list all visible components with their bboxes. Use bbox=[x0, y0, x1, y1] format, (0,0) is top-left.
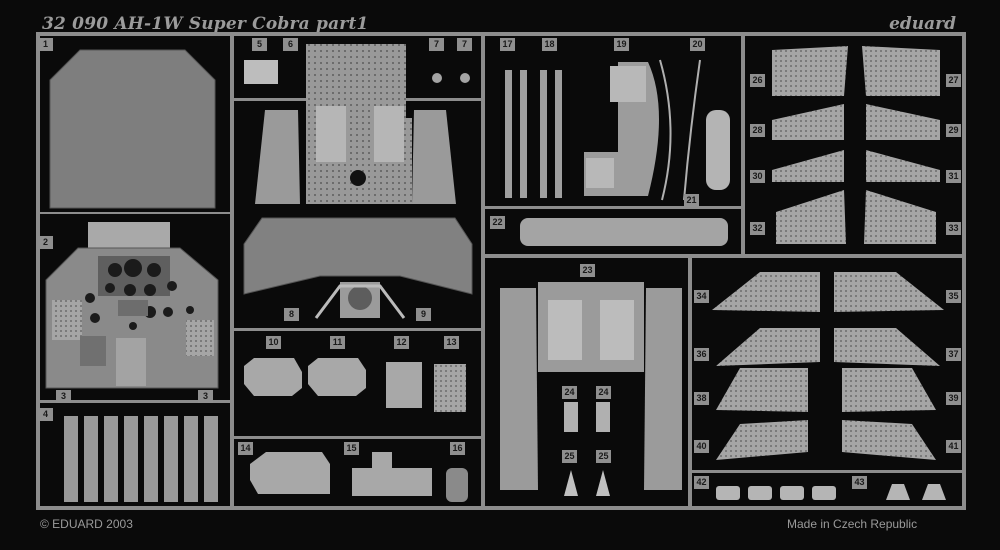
part-label: 1 bbox=[38, 38, 53, 51]
part-4-strips bbox=[64, 416, 218, 502]
part-label: 16 bbox=[450, 442, 465, 455]
part-label: 23 bbox=[580, 264, 595, 277]
part-label: 28 bbox=[750, 124, 765, 137]
part-label: 25 bbox=[562, 450, 577, 463]
part-label: 3 bbox=[198, 390, 213, 403]
part-label: 40 bbox=[694, 440, 709, 453]
part-label: 31 bbox=[946, 170, 961, 183]
part-label: 6 bbox=[283, 38, 298, 51]
part-label: 30 bbox=[750, 170, 765, 183]
part-label: 18 bbox=[542, 38, 557, 51]
part-label: 26 bbox=[750, 74, 765, 87]
part-8-glareshield bbox=[243, 217, 473, 319]
brand-logo-text: eduard bbox=[889, 14, 956, 34]
part-label: 24 bbox=[596, 386, 611, 399]
part-label: 15 bbox=[344, 442, 359, 455]
part-1-panel bbox=[49, 49, 216, 209]
part-2-instrument-panel bbox=[45, 222, 219, 389]
part-label: 7 bbox=[429, 38, 444, 51]
console-assembly bbox=[255, 106, 456, 204]
part-label: 36 bbox=[694, 348, 709, 361]
part-label: 13 bbox=[444, 336, 459, 349]
part-label: 11 bbox=[330, 336, 345, 349]
parts-10-13 bbox=[244, 358, 466, 412]
origin-text: Made in Czech Republic bbox=[787, 517, 918, 531]
part-label: 5 bbox=[252, 38, 267, 51]
part-7-brackets bbox=[432, 73, 470, 83]
part-label: 27 bbox=[946, 74, 961, 87]
parts-14-16 bbox=[250, 452, 468, 502]
part-label: 19 bbox=[614, 38, 629, 51]
part-label: 7 bbox=[457, 38, 472, 51]
part-label: 20 bbox=[690, 38, 705, 51]
part-label: 41 bbox=[946, 440, 961, 453]
part-label: 21 bbox=[684, 194, 699, 207]
part-5-plate bbox=[244, 60, 278, 84]
part-label: 9 bbox=[416, 308, 431, 321]
part-label: 37 bbox=[946, 348, 961, 361]
part-label: 43 bbox=[852, 476, 867, 489]
parts-24-25 bbox=[564, 402, 610, 496]
part-label: 29 bbox=[946, 124, 961, 137]
parts-26-33-panels bbox=[772, 46, 940, 244]
part-label: 34 bbox=[694, 290, 709, 303]
part-label: 17 bbox=[500, 38, 515, 51]
part-label: 4 bbox=[38, 408, 53, 421]
part-label: 38 bbox=[694, 392, 709, 405]
part-label: 42 bbox=[694, 476, 709, 489]
fret-title: 32 090 AH-1W Super Cobra part1 bbox=[42, 14, 369, 34]
part-label: 8 bbox=[284, 308, 299, 321]
part-23-panel bbox=[500, 282, 682, 490]
parts-17-22 bbox=[505, 59, 730, 246]
part-label: 39 bbox=[946, 392, 961, 405]
part-label: 12 bbox=[394, 336, 409, 349]
copyright-text: © EDUARD 2003 bbox=[40, 517, 133, 531]
part-6-panel bbox=[306, 44, 406, 118]
part-label: 10 bbox=[266, 336, 281, 349]
part-label: 32 bbox=[750, 222, 765, 235]
part-label: 33 bbox=[946, 222, 961, 235]
part-label: 25 bbox=[596, 450, 611, 463]
part-label: 22 bbox=[490, 216, 505, 229]
parts-42-43 bbox=[716, 484, 946, 500]
part-label: 3 bbox=[56, 390, 71, 403]
part-label: 24 bbox=[562, 386, 577, 399]
part-label: 35 bbox=[946, 290, 961, 303]
parts-34-41-panels bbox=[712, 272, 944, 460]
part-label: 14 bbox=[238, 442, 253, 455]
part-label: 2 bbox=[38, 236, 53, 249]
